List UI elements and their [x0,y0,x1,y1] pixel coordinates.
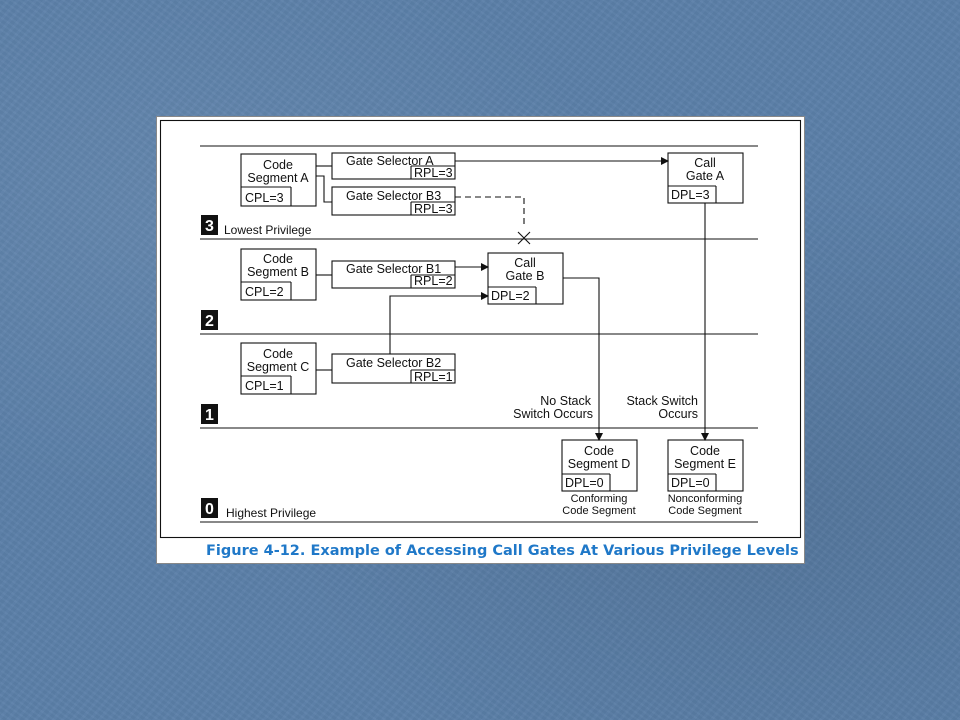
svg-text:Segment B: Segment B [247,265,309,279]
svg-text:Code: Code [263,347,293,361]
level-3-label: Lowest Privilege [224,223,312,237]
code-segment-e: Code Segment E DPL=0 [667,439,744,492]
level-0-label: Highest Privilege [226,506,316,520]
call-gate-a: Call Gate A DPL=3 [667,152,744,204]
stack-switch-label-2: Occurs [658,407,698,421]
svg-text:Gate Selector B3: Gate Selector B3 [346,189,441,203]
code-segment-a: Code Segment A CPL=3 [240,153,317,207]
svg-text:RPL=3: RPL=3 [414,202,453,216]
svg-text:Gate A: Gate A [686,169,725,183]
svg-text:Call: Call [514,256,536,270]
svg-text:1: 1 [205,407,214,424]
segment-e-note-2: Code Segment [668,505,741,517]
diagram-frame [159,119,802,539]
call-gate-diagram: 3 Lowest Privilege 2 1 0 Highest Privile… [156,116,805,564]
svg-text:RPL=1: RPL=1 [414,370,453,384]
svg-text:Code: Code [690,444,720,458]
code-segment-b: Code Segment B CPL=2 [240,248,317,301]
segment-e-note-1: Nonconforming [668,493,743,505]
code-segment-d: Code Segment D DPL=0 [561,439,638,492]
gate-selector-b1: Gate Selector B1 RPL=2 [331,260,456,289]
level-2-badge: 2 [201,310,218,330]
figure-caption: Figure 4-12. Example of Accessing Call G… [206,543,799,559]
no-stack-switch-label-2: Switch Occurs [513,407,593,421]
level-0-badge: 0 [201,498,218,518]
svg-text:2: 2 [205,313,214,330]
svg-text:Segment E: Segment E [674,457,736,471]
gate-selector-b2: Gate Selector B2 RPL=1 [331,353,456,384]
dashed-selector-b3-to-gate-b [455,196,525,228]
svg-text:Segment D: Segment D [568,457,631,471]
svg-text:3: 3 [205,218,214,235]
svg-text:Code: Code [263,158,293,172]
svg-text:CPL=2: CPL=2 [245,285,284,299]
denied-access-cross-icon [517,231,531,245]
svg-text:Code: Code [263,252,293,266]
svg-text:DPL=3: DPL=3 [671,188,710,202]
svg-text:Gate Selector B1: Gate Selector B1 [346,262,441,276]
gate-selector-a: Gate Selector A RPL=3 [331,152,456,180]
svg-text:CPL=1: CPL=1 [245,379,284,393]
segment-d-note-1: Conforming [571,493,628,505]
figure-border [156,116,805,564]
svg-text:CPL=3: CPL=3 [245,191,284,205]
svg-text:0: 0 [205,501,214,518]
no-stack-switch-label-1: No Stack [540,394,591,408]
svg-text:Segment C: Segment C [247,360,310,374]
svg-text:DPL=0: DPL=0 [671,476,710,490]
svg-text:Code: Code [584,444,614,458]
svg-text:Gate Selector A: Gate Selector A [346,154,434,168]
call-gate-b: Call Gate B DPL=2 [487,252,564,305]
svg-text:RPL=2: RPL=2 [414,274,453,288]
gate-selector-b3: Gate Selector B3 RPL=3 [331,186,456,216]
arrow-gate-b-to-segment-d [563,277,603,441]
level-1-badge: 1 [201,404,218,424]
svg-text:Gate B: Gate B [506,269,545,283]
figure-panel: 3 Lowest Privilege 2 1 0 Highest Privile… [156,116,805,564]
stack-switch-label-1: Stack Switch [626,394,698,408]
segment-d-note-2: Code Segment [562,505,635,517]
svg-text:Call: Call [694,156,716,170]
svg-text:DPL=0: DPL=0 [565,476,604,490]
connector-a-to-selector-b3 [316,175,332,203]
svg-text:Segment A: Segment A [247,171,309,185]
level-3-badge: 3 [201,215,218,235]
svg-text:DPL=2: DPL=2 [491,289,530,303]
arrow-selector-b2-to-gate-b [389,292,489,354]
code-segment-c: Code Segment C CPL=1 [240,342,317,395]
svg-text:RPL=3: RPL=3 [414,166,453,180]
svg-text:Gate Selector B2: Gate Selector B2 [346,356,441,370]
